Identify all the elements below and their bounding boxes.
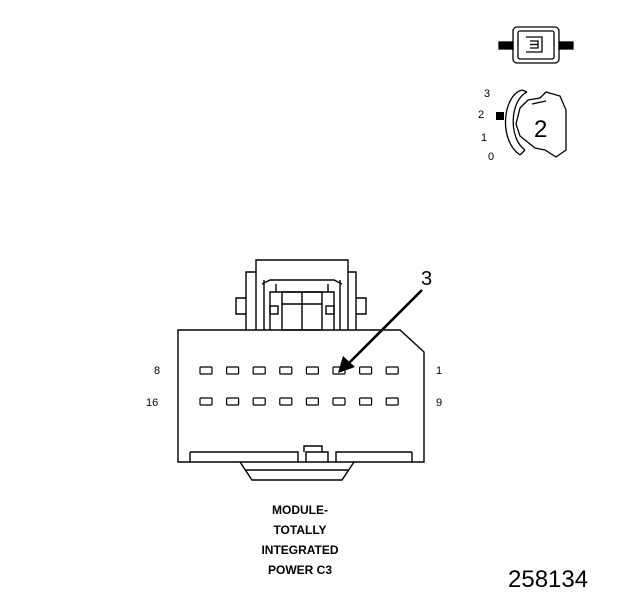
terminal-view-icon (496, 89, 567, 158)
top-row-pin-cavity (279, 366, 293, 375)
caption-line: POWER C3 (267, 563, 332, 577)
view-number: 2 (534, 116, 548, 143)
connector-body (177, 259, 425, 481)
callout-arrow (338, 289, 423, 373)
bottom-row-pin-cavity (385, 397, 399, 406)
caption-line: TOTALLY (273, 523, 327, 537)
bottom-row-pin-cavity (332, 397, 346, 406)
pin-label-bottom-left: 16 (146, 397, 159, 409)
bottom-row-pin-cavity (252, 397, 266, 406)
view-scale-0: 0 (488, 151, 495, 163)
bottom-row-pin-cavity (305, 397, 319, 406)
figure-number: 258134 (508, 566, 589, 593)
top-row-pin-cavity (359, 366, 373, 375)
pin-cavities (199, 366, 399, 406)
top-row-pin-cavity (199, 366, 213, 375)
pin-label-bottom-right: 9 (436, 397, 443, 409)
top-row-pin-cavity (305, 366, 319, 375)
callout-label: 3 (421, 268, 433, 290)
top-row-pin-cavity (252, 366, 266, 375)
top-row-pin-cavity (226, 366, 240, 375)
bottom-row-pin-cavity (279, 397, 293, 406)
top-row-pin-cavity (385, 366, 399, 375)
pin-label-top-right: 1 (436, 365, 443, 377)
caption-line: MODULE- (272, 503, 328, 517)
connector-side-view-icon (498, 26, 574, 64)
view-scale-1: 1 (481, 132, 488, 144)
bottom-row-pin-cavity (359, 397, 373, 406)
caption-line: INTEGRATED (261, 543, 339, 557)
bottom-row-pin-cavity (199, 397, 213, 406)
connector-caption: MODULE- TOTALLY INTEGRATED POWER C3 (220, 500, 380, 580)
bottom-row-pin-cavity (226, 397, 240, 406)
view-scale-3: 3 (484, 88, 491, 100)
pin-label-top-left: 8 (154, 365, 161, 377)
view-scale-2: 2 (478, 109, 485, 121)
